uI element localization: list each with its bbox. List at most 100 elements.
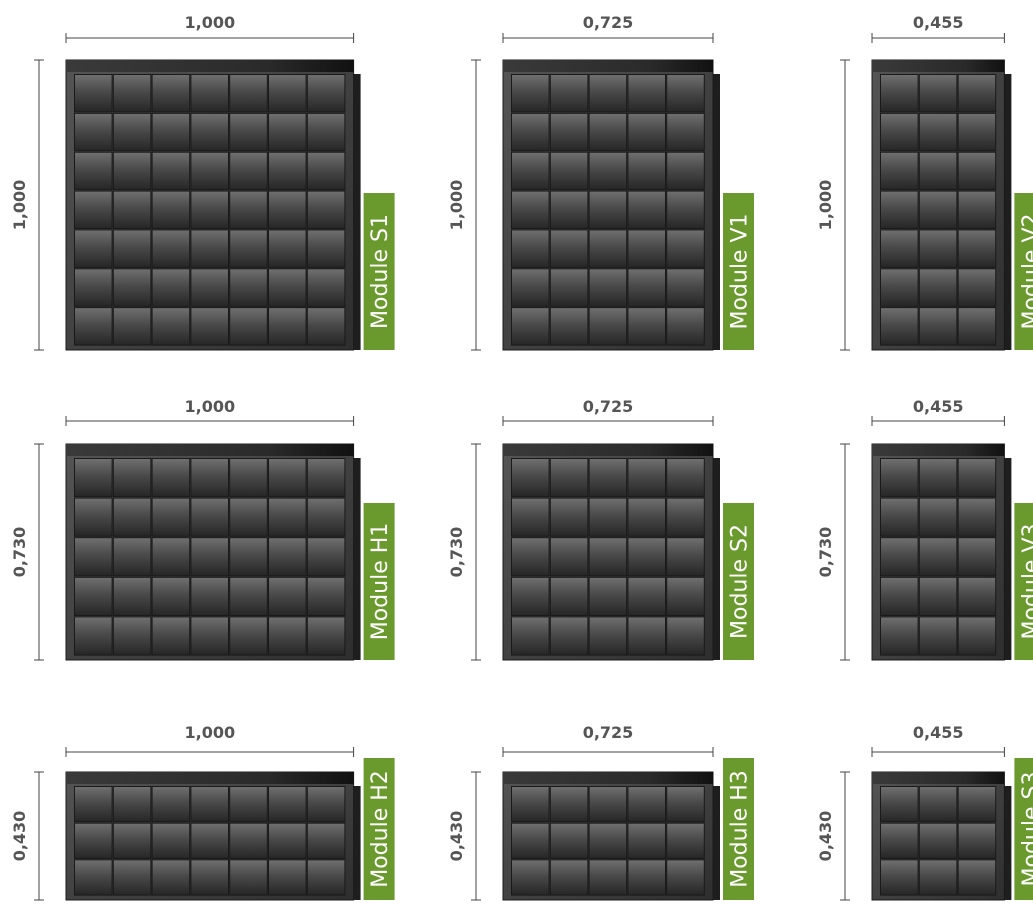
solar-cell	[549, 616, 589, 656]
solar-cell	[190, 786, 229, 823]
solar-cell	[918, 616, 958, 656]
solar-cell	[190, 822, 229, 859]
solar-cell	[918, 190, 958, 230]
solar-cell	[511, 268, 550, 307]
solar-cell	[957, 822, 997, 859]
solar-cell	[229, 497, 268, 537]
solar-cell	[549, 307, 589, 346]
solar-cell	[588, 151, 628, 191]
solar-cell	[957, 497, 997, 537]
solar-cell	[957, 151, 997, 191]
solar-cell	[918, 497, 958, 537]
solar-cell	[151, 616, 191, 656]
solar-cell	[74, 497, 113, 537]
solar-cell	[957, 307, 997, 346]
solar-cell	[229, 307, 268, 346]
solar-cell	[112, 307, 152, 346]
module-label-tag	[723, 193, 754, 350]
solar-cell	[190, 229, 229, 268]
solar-cell	[627, 616, 667, 656]
width-dimension-label: 0,725	[583, 13, 634, 32]
panel-top-bar	[66, 772, 354, 784]
solar-cell	[918, 268, 958, 307]
solar-cell	[880, 74, 919, 113]
solar-cell	[511, 229, 550, 268]
module-label-tag	[363, 193, 395, 350]
solar-cell	[112, 616, 152, 656]
panel-top-bar	[872, 444, 1005, 456]
module-label: Module H1	[368, 523, 393, 641]
solar-cell	[229, 151, 268, 191]
solar-cell	[306, 458, 346, 498]
solar-cell	[229, 229, 268, 268]
solar-cell	[957, 229, 997, 268]
solar-cell	[588, 112, 628, 152]
solar-cell	[957, 537, 997, 577]
solar-cell	[880, 268, 919, 307]
solar-cell	[74, 822, 113, 859]
width-dimension-label: 0,725	[583, 397, 634, 416]
solar-cell	[511, 307, 550, 346]
solar-cell	[74, 112, 113, 152]
solar-cell	[190, 268, 229, 307]
width-dimension-label: 0,455	[913, 13, 964, 32]
solar-cell	[957, 74, 997, 113]
solar-cell	[306, 537, 346, 577]
solar-cell	[268, 307, 307, 346]
solar-cell	[666, 307, 705, 346]
panel-top-bar	[503, 60, 713, 72]
solar-cell	[74, 307, 113, 346]
solar-cell	[112, 190, 152, 230]
panel-shadow	[1004, 458, 1012, 660]
solar-cell	[880, 537, 919, 577]
panel-top-bar	[66, 60, 354, 72]
solar-cell	[666, 268, 705, 307]
solar-cell	[627, 859, 667, 896]
width-dimension-label: 1,000	[184, 723, 235, 742]
solar-cell	[918, 458, 958, 498]
solar-cell	[588, 497, 628, 537]
solar-cell	[306, 497, 346, 537]
solar-cell	[151, 268, 191, 307]
width-dimension-label: 0,455	[913, 723, 964, 742]
solar-cell	[268, 229, 307, 268]
module-label-tag	[723, 758, 754, 900]
solar-cell	[918, 822, 958, 859]
height-dimension-label: 0,730	[10, 527, 29, 578]
solar-cell	[190, 307, 229, 346]
solar-cell	[880, 616, 919, 656]
solar-cell	[229, 112, 268, 152]
height-dimension-label: 0,430	[10, 811, 29, 862]
solar-cell	[112, 576, 152, 616]
solar-cell	[588, 786, 628, 823]
panel-shadow	[1004, 786, 1012, 900]
solar-cell	[268, 151, 307, 191]
solar-cell	[880, 786, 919, 823]
solar-cell	[229, 859, 268, 896]
solar-cell	[918, 859, 958, 896]
solar-cell	[268, 822, 307, 859]
solar-cell	[957, 112, 997, 152]
panel-top-bar	[503, 772, 713, 784]
solar-cell	[74, 537, 113, 577]
solar-cell	[306, 190, 346, 230]
solar-cell	[588, 458, 628, 498]
solar-cell	[627, 458, 667, 498]
solar-cell	[229, 537, 268, 577]
solar-cell	[511, 859, 550, 896]
solar-cell	[880, 307, 919, 346]
panel-shadow	[713, 74, 720, 350]
panel-top-bar	[872, 772, 1005, 784]
solar-cell	[268, 190, 307, 230]
solar-cell	[112, 229, 152, 268]
solar-cell	[112, 822, 152, 859]
solar-cell	[666, 786, 705, 823]
height-dimension-label: 1,000	[447, 180, 466, 231]
solar-cell	[511, 616, 550, 656]
solar-cell	[151, 307, 191, 346]
solar-cell	[588, 190, 628, 230]
solar-cell	[666, 822, 705, 859]
